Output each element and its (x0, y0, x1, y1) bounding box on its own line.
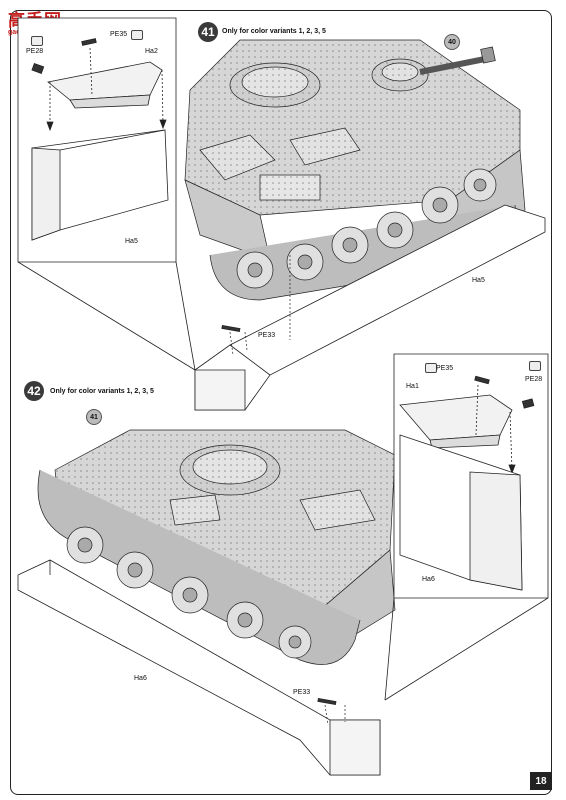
pe33-part-top (221, 255, 291, 356)
label-ha2: Ha2 (145, 48, 158, 55)
label-ha1: Ha1 (406, 383, 419, 390)
step-42-number: 42 (24, 381, 44, 401)
photo-etch-icon (529, 361, 541, 371)
step-41-title: Only for color variants 1, 2, 3, 5 (222, 28, 326, 35)
step-42-title: Only for color variants 1, 2, 3, 5 (50, 388, 154, 395)
label-ha6-main: Ha6 (134, 675, 147, 682)
label-ha5-main: Ha5 (472, 277, 485, 284)
inset-step41 (17, 17, 196, 371)
page-frame (10, 10, 552, 795)
page-number: 18 (530, 772, 552, 790)
tank-top-tracks (209, 168, 516, 301)
photo-etch-icon (425, 363, 437, 373)
photo-etch-icon (31, 36, 43, 46)
label-ha6-inset: Ha6 (422, 576, 435, 583)
callout-step-40: 40 (444, 34, 460, 50)
label-pe35-top: PE35 (110, 31, 128, 38)
label-ha5-inset: Ha5 (125, 238, 138, 245)
inset-step42 (384, 353, 549, 701)
label-pe35-bottom: PE35 (436, 365, 454, 372)
step-41-number: 41 (198, 22, 218, 42)
photo-etch-icon (131, 30, 143, 40)
tank-top-view (184, 39, 526, 261)
skirt-ha5-main (194, 204, 546, 411)
label-pe33-bottom: PE33 (293, 689, 311, 696)
pe33-part-bottom (317, 698, 346, 726)
skirt-ha6-main (17, 559, 381, 776)
label-pe28-bottom: PE28 (525, 376, 543, 383)
label-pe33-top: PE33 (258, 332, 276, 339)
callout-step-41: 41 (86, 409, 102, 425)
label-pe28-top: PE28 (26, 48, 44, 55)
tank-bottom-tracks (37, 469, 361, 665)
